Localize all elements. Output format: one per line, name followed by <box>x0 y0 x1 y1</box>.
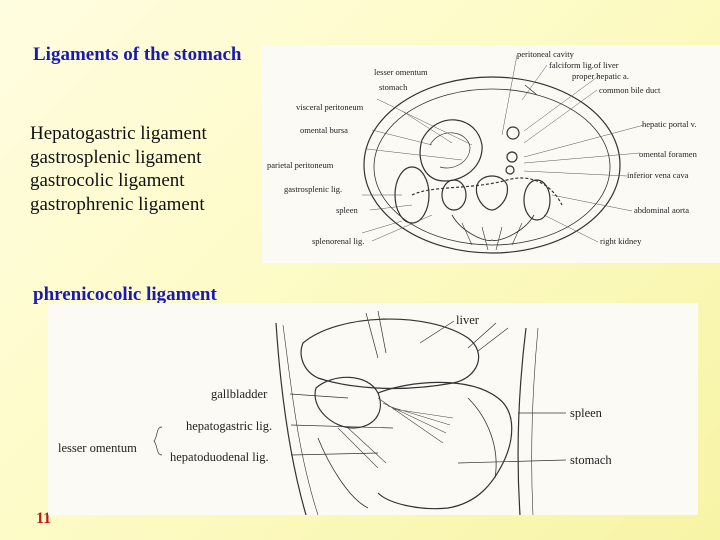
label-lesser-omentum-fig2: lesser omentum <box>58 441 137 455</box>
label-omental-bursa: omental bursa <box>300 125 348 135</box>
label-spleen-fig2: spleen <box>570 406 602 420</box>
cross-section-drawing <box>361 54 645 254</box>
label-inferior-vena-cava: inferior vena cava <box>627 170 689 180</box>
label-splenorenal-ligament: splenorenal lig. <box>312 236 365 246</box>
label-omental-foramen: omental foramen <box>639 149 697 159</box>
ligament-item-gastrosplenic: gastrosplenic ligament <box>30 146 202 168</box>
slide-subtitle: phrenicocolic ligament <box>33 284 217 305</box>
label-hepatogastric-ligament: hepatogastric lig. <box>186 419 273 433</box>
label-hepatoduodenal-ligament: hepatoduodenal lig. <box>170 450 269 464</box>
page-number: 11 <box>36 510 52 527</box>
label-common-bile-duct: common bile duct <box>599 85 661 95</box>
slide-title: Ligaments of the stomach <box>33 44 242 65</box>
ligament-item-gastrophrenic: gastrophrenic ligament <box>30 193 205 215</box>
label-right-kidney: right kidney <box>600 236 642 246</box>
label-spleen-fig1: spleen <box>336 205 358 215</box>
ligament-item-gastrocolic: gastrocolic ligament <box>30 170 185 191</box>
label-lesser-omentum-fig1: lesser omentum <box>374 67 428 77</box>
label-proper-hepatic-artery: proper hepatic a. <box>572 71 629 81</box>
label-abdominal-aorta: abdominal aorta <box>634 205 689 215</box>
label-peritoneal-cavity: peritoneal cavity <box>517 49 574 59</box>
label-hepatic-portal-vein: hepatic portal v. <box>642 119 697 129</box>
lesser-omentum-drawing <box>153 310 567 515</box>
ligament-item-hepatogastric: Hepatogastric ligament <box>30 123 207 144</box>
label-parietal-peritoneum: parietal peritoneum <box>267 160 334 170</box>
lesser-omentum-figure: liver gallbladder hepatogastric lig. spl… <box>48 303 698 515</box>
label-stomach-fig2: stomach <box>570 453 612 467</box>
label-visceral-peritoneum: visceral peritoneum <box>296 102 364 112</box>
label-gastrosplenic-ligament: gastrosplenic lig. <box>284 184 343 194</box>
cross-section-figure: peritoneal cavity falciform lig.of liver… <box>262 45 720 263</box>
ligament-list: Hepatogastric ligament gastrosplenic lig… <box>30 122 207 216</box>
label-stomach-fig1: stomach <box>379 82 408 92</box>
label-liver: liver <box>456 313 479 327</box>
label-falciform-ligament: falciform lig.of liver <box>549 60 619 70</box>
label-gallbladder: gallbladder <box>211 387 268 401</box>
